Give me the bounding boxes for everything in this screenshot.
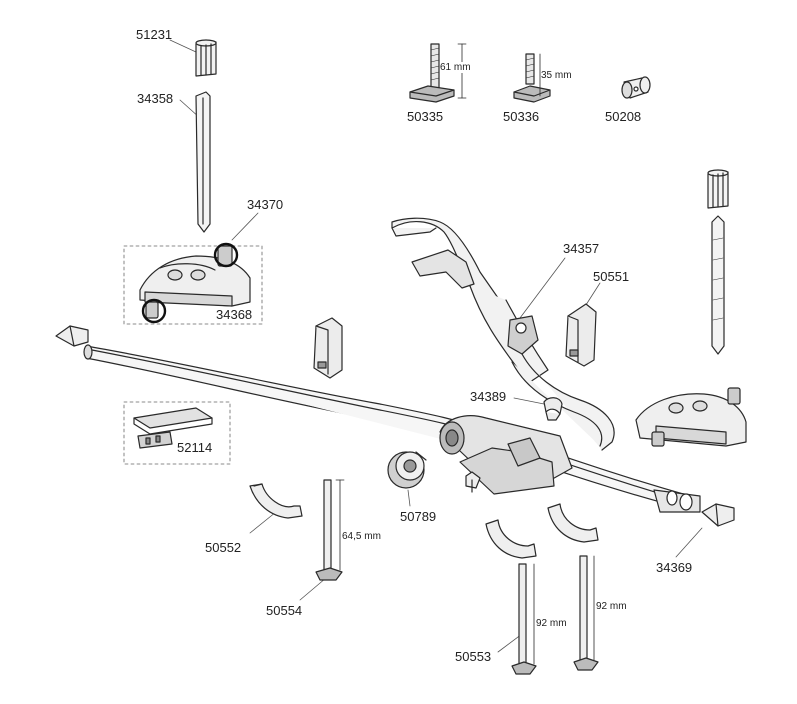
part-50335-t-bolt [410, 44, 466, 102]
label-52114: 52114 [177, 440, 213, 455]
label-50554: 50554 [266, 603, 303, 618]
label-34369: 34369 [656, 560, 693, 575]
part-main-housing [440, 416, 572, 494]
label-34370: 34370 [247, 197, 284, 212]
part-34368-wheel-holder [124, 246, 262, 324]
part-50551-clamp [566, 304, 596, 366]
dimension-92mm-a: 92 mm [536, 618, 567, 629]
part-50789-knob [388, 452, 426, 488]
dimension-35mm: 35 mm [541, 70, 572, 81]
part-34358-strap [196, 92, 210, 232]
part-34357-frame-arm [392, 218, 614, 450]
part-51231-end-cap [196, 40, 216, 76]
dimension-64-5mm: 64,5 mm [342, 531, 381, 542]
part-clamp-left [314, 318, 342, 378]
label-34357: 34357 [563, 241, 600, 256]
part-50552-u-bracket [250, 484, 302, 518]
label-50789: 50789 [400, 509, 437, 524]
label-50335: 50335 [407, 109, 444, 124]
part-52114-base-plate [124, 402, 230, 464]
label-50552: 50552 [205, 540, 242, 555]
highlight-circles-34370 [143, 244, 237, 322]
label-34358: 34358 [137, 91, 174, 106]
leader-lines [170, 40, 702, 652]
label-50553: 50553 [455, 649, 492, 664]
label-51231: 51231 [136, 27, 173, 42]
part-strap-right [708, 170, 728, 354]
dimension-61mm: 61 mm [440, 62, 471, 73]
part-34369-end-plug [702, 504, 734, 526]
part-50208-barrel-nut [622, 77, 650, 98]
label-34389: 34389 [470, 389, 507, 404]
label-50336: 50336 [503, 109, 540, 124]
part-wheel-holder-right [636, 388, 746, 446]
part-34389-clip [544, 398, 562, 420]
label-34368: 34368 [216, 307, 253, 322]
part-end-plug-left [56, 326, 88, 346]
part-50554-bolt [316, 480, 344, 580]
part-50553-bolts [512, 556, 598, 674]
label-50208: 50208 [605, 109, 642, 124]
dimension-92mm-b: 92 mm [596, 601, 627, 612]
part-50336-t-bolt [514, 54, 550, 102]
part-50553-u-brackets [486, 504, 598, 558]
label-50551: 50551 [593, 269, 630, 284]
